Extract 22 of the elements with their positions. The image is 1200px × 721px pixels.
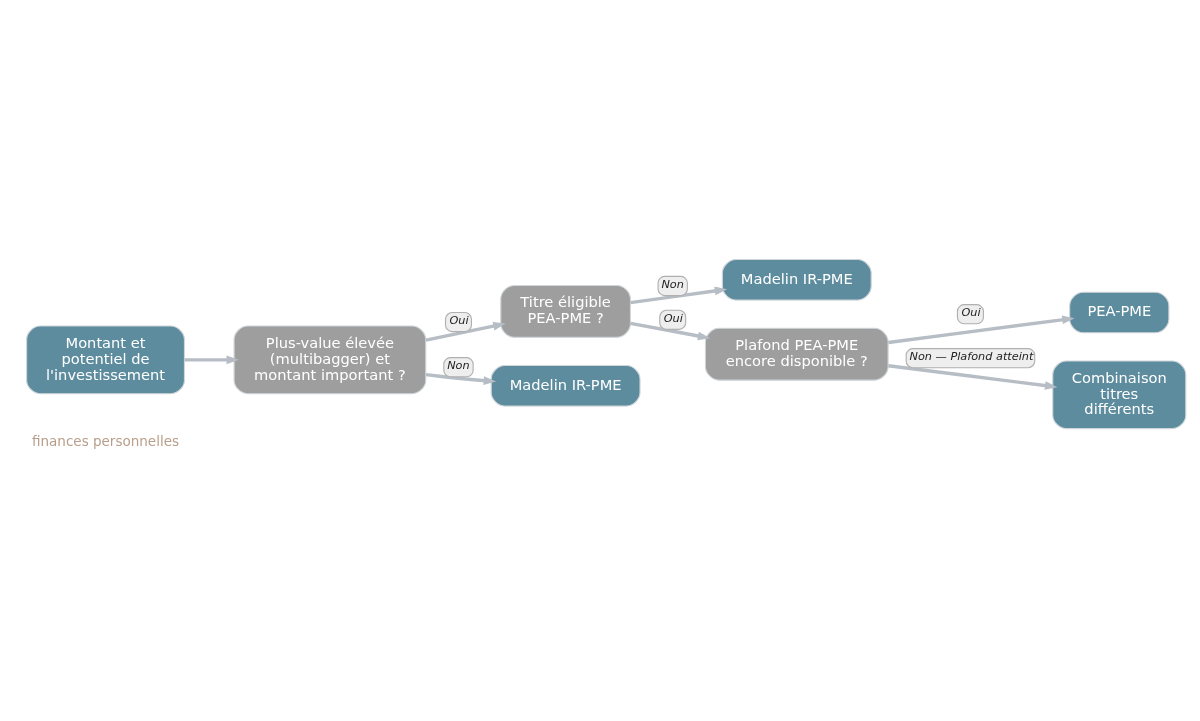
node-box: PEA-PME <box>1069 291 1170 333</box>
edge-label: Non — Plafond atteint <box>909 349 1034 363</box>
node-box: Madelin IR-PME <box>490 364 641 407</box>
arrow <box>888 314 1075 344</box>
node-box: Plafond PEA-PME encore disponible ? <box>704 327 889 381</box>
arrow <box>425 372 497 385</box>
node-box: Plus-value élevée (multibagger) et montant important ? <box>233 324 427 394</box>
edge-label: Oui <box>663 311 683 325</box>
node-box: Combinaison titres différents <box>1052 359 1187 429</box>
node-box: Titre éligible PEA-PME ? <box>500 284 631 338</box>
edge-label: Oui <box>449 313 469 327</box>
edge-label: Oui <box>961 305 981 319</box>
arrow <box>888 363 1058 390</box>
node-box: Madelin IR-PME <box>721 258 872 301</box>
edge-label: Non <box>661 277 684 291</box>
arrow <box>630 286 728 304</box>
arrow <box>184 355 239 364</box>
arrow <box>630 321 711 340</box>
label: finances personnelles <box>31 432 180 449</box>
node-box: Montant et potentiel de l'investissement <box>26 324 186 394</box>
edge-label: Non <box>447 358 470 372</box>
arrow <box>425 321 506 342</box>
